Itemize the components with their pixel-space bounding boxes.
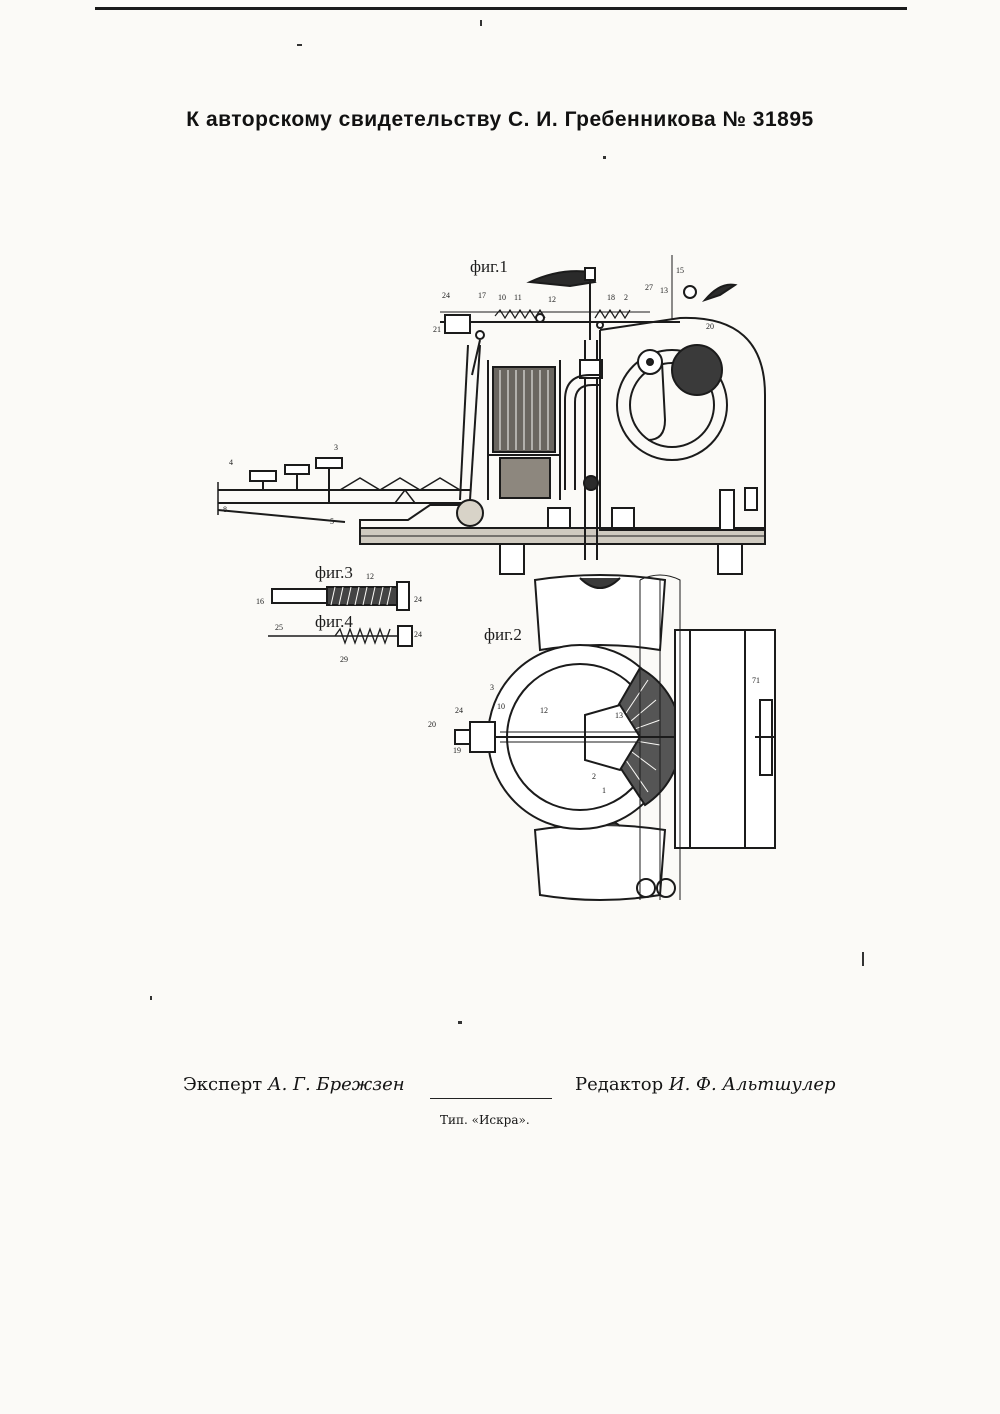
part-number: 20 bbox=[706, 322, 714, 331]
part-number: 24 bbox=[442, 291, 450, 300]
part-number: 13 bbox=[615, 711, 623, 720]
part-number: 16 bbox=[256, 597, 264, 606]
expert-name: А. Г. Брежзен bbox=[267, 1074, 405, 1095]
part-number: 20 bbox=[428, 720, 436, 729]
scan-speck bbox=[297, 44, 302, 46]
part-number: 3 bbox=[334, 443, 338, 452]
part-number: 12 bbox=[548, 295, 556, 304]
part-number: 12 bbox=[366, 572, 374, 581]
fig1-housing bbox=[599, 316, 766, 531]
part-number: 2 bbox=[592, 772, 596, 781]
fig1-label: фиг.1 bbox=[470, 257, 508, 276]
fig1-key-cap-3 bbox=[315, 457, 343, 469]
fig2-label: фиг.2 bbox=[484, 625, 522, 644]
part-number: 71 bbox=[752, 676, 760, 685]
page-header: К авторскому свидетельству С. И. Гребенн… bbox=[186, 108, 814, 131]
part-number: 29 bbox=[340, 655, 348, 664]
part-number: 24 bbox=[455, 706, 463, 715]
scan-speck bbox=[458, 1021, 462, 1024]
fig3-shaft bbox=[271, 588, 328, 604]
fig4-spring bbox=[334, 627, 391, 645]
signature-line bbox=[430, 1098, 552, 1099]
part-number: 17 bbox=[478, 291, 486, 300]
part-number: 13 bbox=[660, 286, 668, 295]
fig3-spring-body bbox=[326, 586, 398, 606]
scan-speck bbox=[862, 952, 864, 966]
part-number: 25 bbox=[275, 623, 283, 632]
part-number: 21 bbox=[433, 325, 441, 334]
expert-label: Эксперт bbox=[183, 1074, 263, 1095]
fig1-tube bbox=[564, 374, 600, 490]
fig3-head bbox=[396, 581, 410, 611]
part-number: 8 bbox=[223, 505, 227, 514]
fig1-ring-outer bbox=[616, 349, 728, 461]
technical-drawing bbox=[217, 255, 776, 901]
part-number: 4 bbox=[229, 458, 233, 467]
part-number: 18 bbox=[607, 293, 615, 302]
fig1-roller-large bbox=[671, 344, 723, 396]
part-number: 15 bbox=[676, 266, 684, 275]
fig1-key-cap-1 bbox=[249, 470, 277, 482]
fig1-pivot-roller bbox=[456, 499, 484, 527]
fig4-head bbox=[397, 625, 413, 647]
fig3-label: фиг.3 bbox=[315, 563, 353, 582]
scan-speck bbox=[603, 156, 606, 159]
editor-name: И. Ф. Альтшулер bbox=[668, 1074, 836, 1095]
editor-credit: Редактор И. Ф. Альтшулер bbox=[575, 1074, 836, 1095]
part-number: 10 bbox=[497, 702, 505, 711]
part-number: 24 bbox=[414, 595, 422, 604]
fig2-right-column bbox=[674, 629, 776, 849]
part-number: 12 bbox=[540, 706, 548, 715]
part-number: 10 bbox=[498, 293, 506, 302]
part-number: 27 bbox=[645, 283, 653, 292]
printer-imprint: Тип. «Искра». bbox=[440, 1113, 530, 1127]
part-number: 11 bbox=[514, 293, 522, 302]
part-number: 3 bbox=[490, 683, 494, 692]
part-number: 19 bbox=[453, 746, 461, 755]
fig2-bottom-segment bbox=[533, 824, 667, 901]
part-number: 2 bbox=[624, 293, 628, 302]
fig1-foot-left bbox=[499, 543, 525, 575]
part-number: 1 bbox=[602, 786, 606, 795]
fig1-lower-rail bbox=[359, 504, 470, 528]
expert-credit: Эксперт А. Г. Брежзен bbox=[183, 1074, 405, 1095]
top-rule bbox=[95, 7, 907, 10]
fig4-label: фиг.4 bbox=[315, 612, 353, 631]
part-number: 5 bbox=[330, 517, 334, 526]
scan-speck bbox=[150, 996, 152, 1000]
part-number: 24 bbox=[414, 630, 422, 639]
scan-speck bbox=[480, 20, 482, 26]
fig1-foot-right bbox=[717, 543, 743, 575]
fig1-coil-lower bbox=[499, 457, 551, 499]
fig1-key-cap-2 bbox=[284, 464, 310, 475]
editor-label: Редактор bbox=[575, 1074, 664, 1095]
